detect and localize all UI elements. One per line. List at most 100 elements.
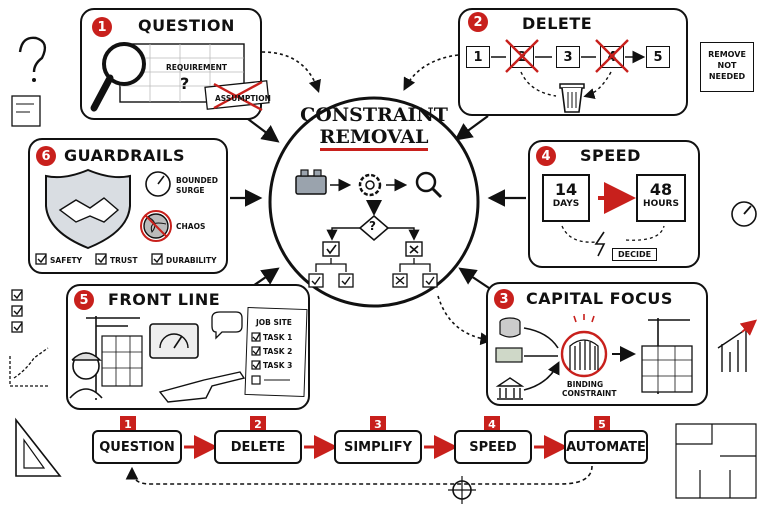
pointing-hand-icon <box>158 371 246 403</box>
assumption-cross-icon <box>213 80 263 112</box>
remove-note-line1: Remove <box>708 50 746 59</box>
durability-label: Durability <box>166 256 217 265</box>
gate-icon <box>569 339 599 370</box>
flow-step-question: Question <box>92 430 182 464</box>
flow-num-5: 5 <box>594 416 610 432</box>
task-1-checkbox <box>251 332 261 342</box>
decision-diamond <box>358 214 390 242</box>
frontline-title: Front Line <box>108 290 221 309</box>
requirement-label: Requirement <box>166 63 228 72</box>
remove-note: Remove not needed <box>700 42 754 92</box>
task-1-label: Task 1 <box>263 333 293 342</box>
center-title: Constraint Removal <box>299 104 449 151</box>
delete-step-3: 3 <box>556 46 580 68</box>
delete-to-center-arrow <box>403 54 459 91</box>
document-doodle <box>11 95 41 127</box>
set-square-doodle <box>15 417 62 477</box>
center-title-line2: Removal <box>319 126 429 151</box>
guardrails-badge: 6 <box>36 146 56 166</box>
flow-step-delete: Delete <box>214 430 302 464</box>
step-4-cross-icon <box>595 39 629 73</box>
flow-num-2: 2 <box>250 416 266 432</box>
capital-title: Capital Focus <box>526 289 673 308</box>
step-2-cross-icon <box>505 39 539 73</box>
question-title: Question <box>138 16 235 35</box>
blueprint-doodle <box>675 423 757 499</box>
from-calendar: 14 Days <box>542 174 590 222</box>
frontline-badge: 5 <box>74 290 94 310</box>
delete-solid-arrow <box>454 115 489 141</box>
capital-arrow <box>458 267 493 291</box>
growth-chart-icon <box>717 321 755 372</box>
handshake-icon <box>58 197 120 223</box>
flow-step-speed: Speed <box>454 430 532 464</box>
flow-loop-back <box>125 465 593 485</box>
remove-note-line3: needed <box>708 72 746 81</box>
task-2-label: Task 2 <box>263 347 293 356</box>
checklist-doodle-1 <box>11 289 23 301</box>
requirement-qmark: ? <box>180 74 190 93</box>
to-calendar: 48 Hours <box>636 174 686 222</box>
bounded-label-line1: Bounded <box>176 176 219 185</box>
bounded-label: Bounded surge <box>176 176 218 196</box>
crosshair-icon <box>448 476 476 504</box>
magnifying-glass-icon <box>102 42 146 86</box>
task-4-checkbox <box>251 375 261 385</box>
magnifier-icon <box>415 171 437 193</box>
delete-step-1: 1 <box>466 46 490 68</box>
center-title-line1: Constraint <box>300 104 448 126</box>
dashboard-icon <box>149 323 199 359</box>
lightning-icon <box>594 231 606 257</box>
block-icon <box>295 175 327 195</box>
question-to-center-arrow <box>261 51 321 94</box>
flow-num-3: 3 <box>370 416 386 432</box>
task-3-label: Task 3 <box>263 361 293 370</box>
bank-icon <box>495 377 525 400</box>
assumption-label: Assumption <box>215 94 271 103</box>
from-unit: Days <box>552 199 580 209</box>
flow-step-automate: Automate <box>564 430 648 464</box>
flow-num-1: 1 <box>120 416 136 432</box>
checklist-doodle-3 <box>11 321 23 333</box>
question-mark-doodle <box>18 36 47 73</box>
trust-checkbox <box>95 253 107 265</box>
speed-title: Speed <box>580 146 641 165</box>
binding-label-line2: constraint <box>562 389 617 398</box>
trust-label: Trust <box>110 256 138 265</box>
from-value: 14 <box>554 180 578 199</box>
guardrails-title: Guardrails <box>64 146 185 165</box>
flow-step-simplify: Simplify <box>334 430 422 464</box>
safety-label: Safety <box>50 256 82 265</box>
cash-icon <box>495 347 523 363</box>
to-value: 48 <box>649 180 673 199</box>
delete-title: Delete <box>522 14 593 33</box>
task-3-checkbox <box>251 360 261 370</box>
durability-checkbox <box>151 253 163 265</box>
decide-label: Decide <box>612 248 658 261</box>
decision-qmark: ? <box>369 219 376 233</box>
binding-label: Binding constraint <box>562 380 617 398</box>
bounded-label-line2: surge <box>176 186 205 195</box>
delete-badge: 2 <box>468 12 488 32</box>
question-solid-arrow <box>243 115 280 143</box>
capital-dotted-arrow <box>437 295 494 346</box>
safety-checkbox <box>35 253 47 265</box>
binding-label-line1: Binding <box>566 380 604 389</box>
chaos-label: Chaos <box>176 222 206 231</box>
trash-can-icon <box>559 83 585 113</box>
task-2-checkbox <box>251 346 261 356</box>
question-badge: 1 <box>92 17 112 37</box>
checklist-doodle-2 <box>11 305 23 317</box>
to-unit: Hours <box>643 199 679 209</box>
jobsite-title: Job Site <box>256 318 292 327</box>
flow-num-4: 4 <box>484 416 500 432</box>
